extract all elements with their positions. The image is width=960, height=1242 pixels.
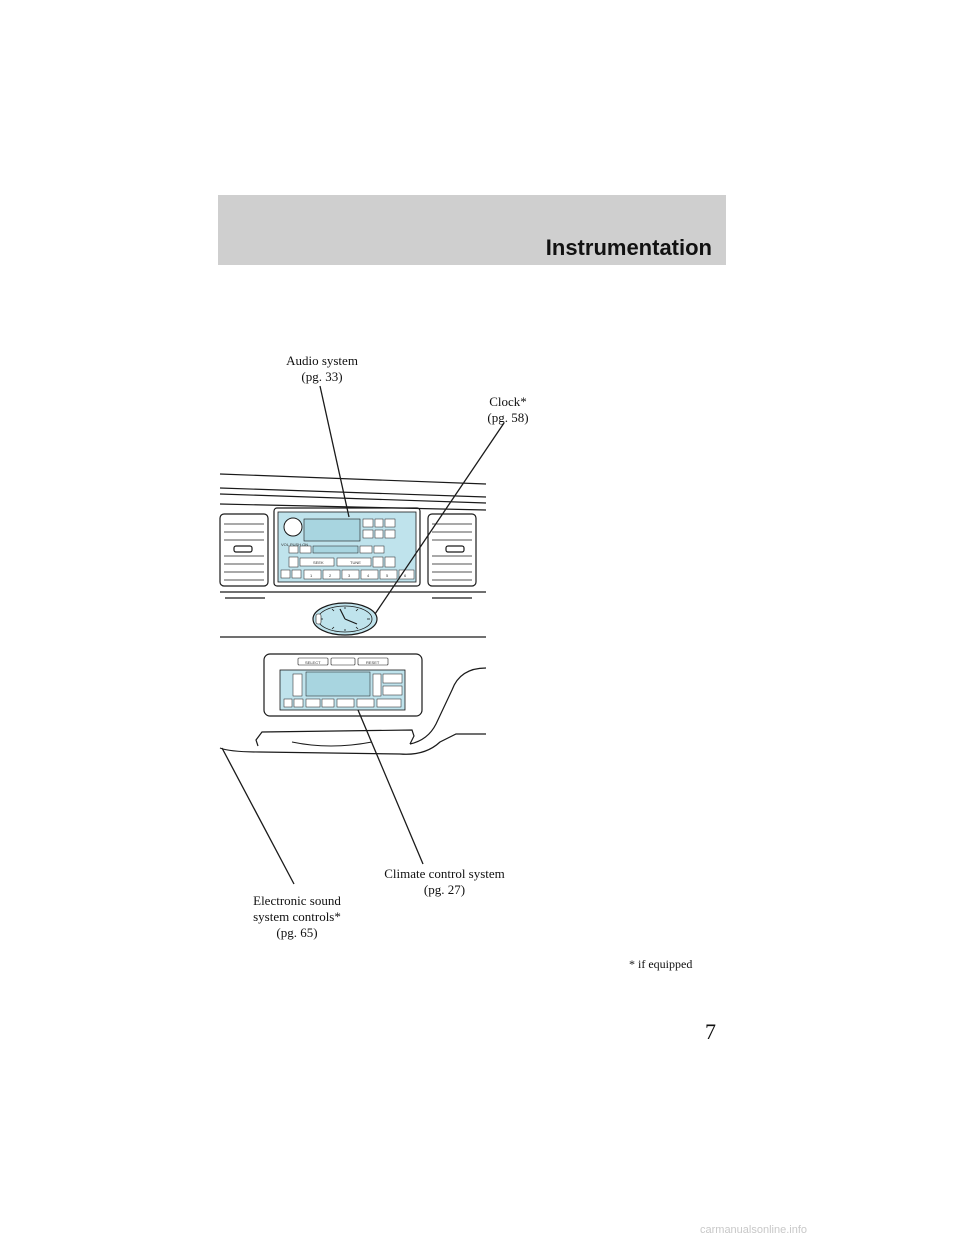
dash-line [219,493,487,504]
volume-knob [283,517,303,537]
preset-button[interactable] [341,569,360,580]
preset-label: 6 [404,573,407,578]
radio-display [303,518,361,542]
section-title: Instrumentation [545,235,712,260]
preset-button[interactable] [379,569,398,580]
watermark: carmanualsonline.info [700,1224,808,1236]
preset-button[interactable] [360,569,379,580]
callout-clock: Clock* (pg. 58) [487,394,529,425]
preset-label: 4 [367,573,370,578]
dash-line [219,487,487,498]
section-header-band: Instrumentation [218,195,726,265]
leader-line-climate [357,709,424,865]
preset-button[interactable] [398,569,415,580]
preset-label: 2 [329,573,332,578]
climate-control-unit [263,653,423,717]
reset-label: RESET [366,660,380,665]
preset-label: 3 [348,573,351,578]
right-air-vent [427,513,477,587]
leader-line-audio [319,385,350,518]
preset-label: 5 [386,573,389,578]
climate-display [305,671,371,697]
clock-icon [312,602,378,636]
preset-label: 1 [310,573,313,578]
footnote-if-equipped: * if equipped [629,957,693,971]
page-number: 7 [705,1019,716,1044]
callout-audio-system: Audio system (pg. 33) [286,353,358,384]
preset-button[interactable] [303,569,322,580]
select-label: SELECT [305,660,321,665]
select-button[interactable] [297,657,329,666]
volume-label: VOL PUSH ON [281,542,308,547]
leader-line-clock [374,422,505,615]
leader-line-sound [221,747,295,885]
reset-button[interactable] [357,657,389,666]
tune-label: TUNE [350,560,361,565]
callout-climate-control: Climate control system (pg. 27) [384,866,505,897]
dash-line [219,473,487,485]
preset-button[interactable] [322,569,341,580]
seek-label: SEEK [313,560,324,565]
callout-electronic-sound: Electronic sound system controls* (pg. 6… [253,893,341,940]
dash-line [219,503,487,511]
left-air-vent [219,513,269,587]
